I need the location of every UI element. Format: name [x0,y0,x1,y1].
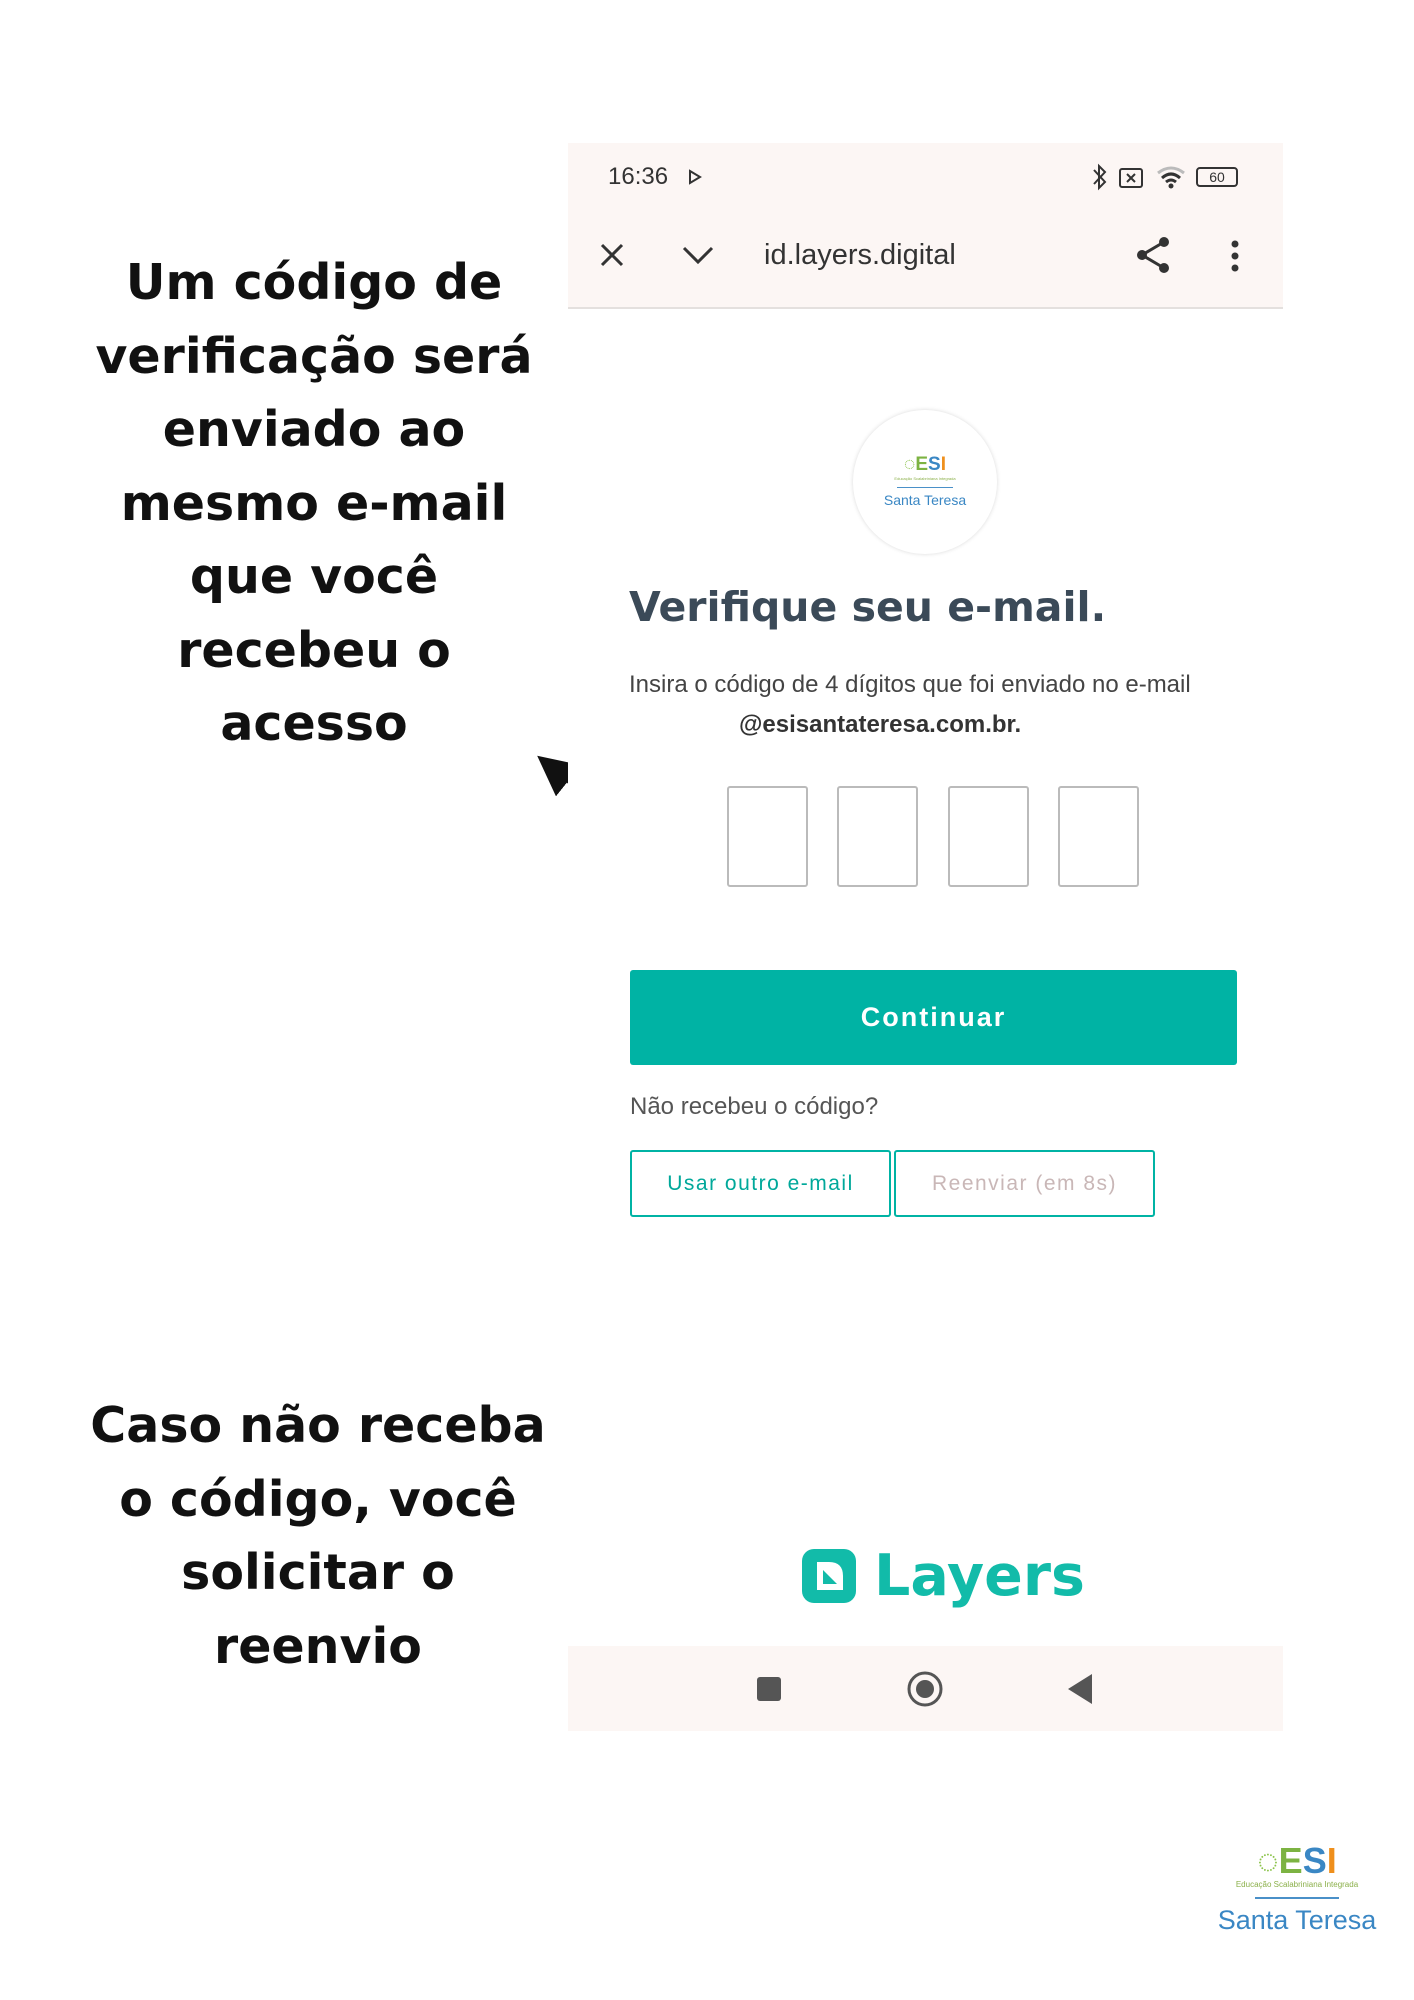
browser-header: 16:36 60 id.layers.digital [568,143,1283,309]
instructions-text: Insira o código de 4 dígitos que foi env… [629,671,1191,698]
annotation-line: solicitar o [181,1544,455,1601]
battery-icon: 60 [1196,167,1238,187]
code-digit-input-3[interactable] [948,786,1029,887]
url-text[interactable]: id.layers.digital [764,239,956,271]
org-logo: ◌ESI Educação Scalabriniana Integrada Sa… [853,410,997,554]
layers-logo-icon [802,1549,856,1603]
not-received-text: Não recebeu o código? [630,1093,879,1120]
chevron-down-icon[interactable] [680,243,716,267]
annotation-line: reenvio [214,1617,422,1675]
annotation-line: mesmo e-mail [120,474,508,532]
layers-logo: Layers [802,1543,1085,1609]
status-time: 16:36 [608,163,669,190]
sim-icon [1119,168,1143,188]
more-options-icon[interactable] [1230,239,1240,273]
email-address: @esisantateresa.com.br. [739,711,1022,738]
close-icon[interactable] [598,241,626,269]
annotation-line: Um código de [125,254,503,311]
annotation-line: enviado ao [162,401,466,458]
esi-footer-logo: ◌ESI Educação Scalabriniana Integrada Sa… [1180,1840,1414,1936]
annotation-line: recebeu o [177,621,451,679]
back-icon[interactable] [1066,1672,1094,1706]
layers-logo-text: Layers [874,1543,1085,1609]
esi-logo-mark: ◌ESI [904,454,946,475]
continue-button[interactable]: Continuar [630,970,1237,1065]
annotation-line: o código, você [119,1470,517,1528]
bluetooth-icon [1093,163,1107,191]
use-other-email-button[interactable]: Usar outro e-mail [630,1150,891,1217]
play-icon [689,169,702,185]
annotation-line: Caso não receba [90,1397,546,1454]
org-subtitle: Educação Scalabriniana Integrada [1235,1880,1359,1889]
org-subtitle: Educação Scalabriniana Integrada [894,476,956,481]
battery-level: 60 [1209,169,1225,185]
code-digit-input-1[interactable] [727,786,808,887]
org-name: Santa Teresa [1217,1905,1377,1935]
annotation-line: verificação será [95,327,533,385]
annotation-line: acesso [220,695,408,752]
code-digit-input-2[interactable] [837,786,918,887]
home-icon[interactable] [906,1670,944,1708]
esi-logo-mark: ◌ESI [1257,1840,1337,1881]
org-name: Santa Teresa [883,492,967,508]
phone-screenshot: 16:36 60 id.layers.digital ◌ESI Educação… [568,143,1283,1731]
annotation-line: que você [189,548,439,605]
android-nav-bar [568,1646,1283,1731]
wifi-icon [1157,166,1185,189]
annotation-resend: Caso não receba o código, você solicitar… [78,1389,558,1683]
page-title: Verifique seu e-mail. [629,583,1107,631]
recent-apps-icon[interactable] [757,1677,781,1701]
annotation-verification-code: Um código de verificação será enviado ao… [74,246,554,761]
resend-button[interactable]: Reenviar (em 8s) [894,1150,1155,1217]
share-icon[interactable] [1134,235,1172,275]
code-digit-input-4[interactable] [1058,786,1139,887]
